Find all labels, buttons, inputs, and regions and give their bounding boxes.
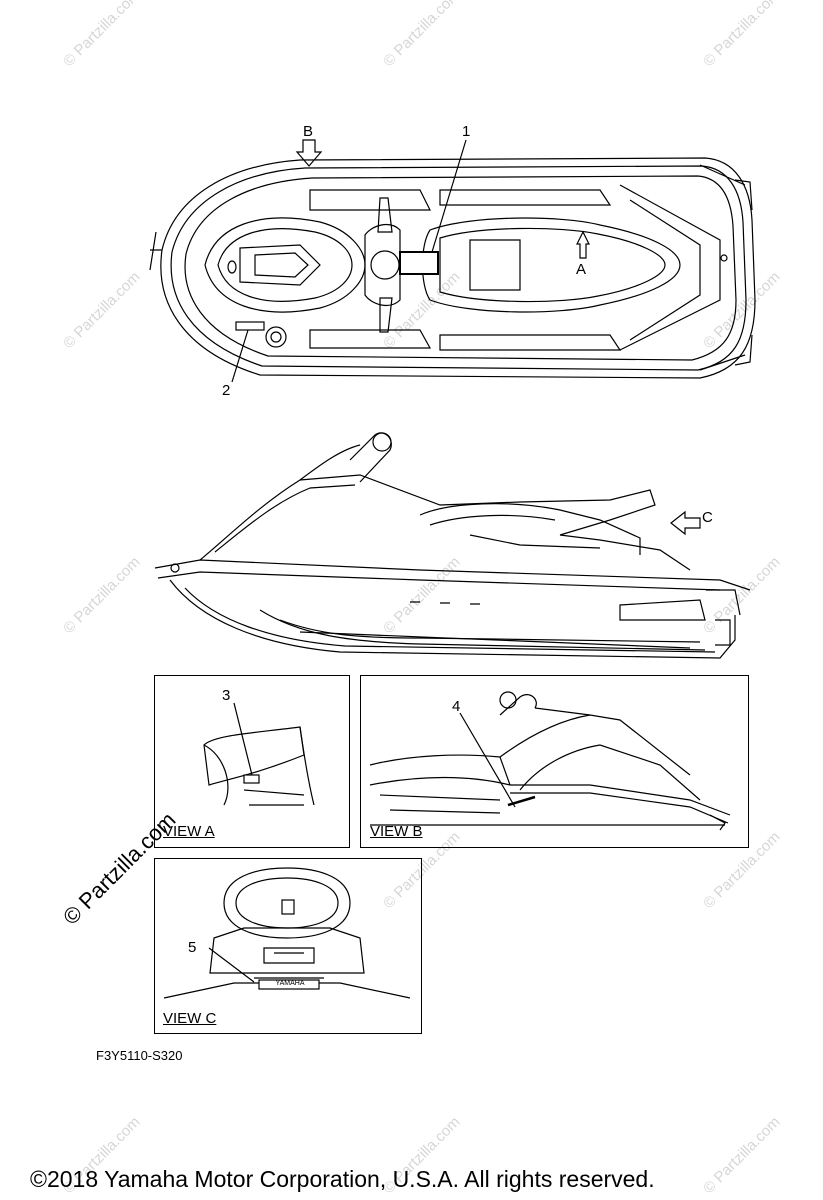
top-view-illustration <box>149 139 756 383</box>
view-b-label: VIEW B <box>370 823 423 840</box>
view-b-illustration <box>369 691 731 831</box>
diagram-code: F3Y5110-S320 <box>96 1048 183 1063</box>
callout-2: 2 <box>222 382 231 399</box>
view-a-label: VIEW A <box>163 823 215 840</box>
view-c-illustration <box>163 867 411 999</box>
callout-4: 4 <box>452 698 461 715</box>
yamaha-decal: YAMAHA <box>275 980 305 987</box>
view-b-box <box>360 675 749 848</box>
callout-1: 1 <box>462 123 471 140</box>
view-arrow-b-label: B <box>303 123 314 140</box>
view-arrow-c-label: C <box>702 509 713 526</box>
view-c-label: VIEW C <box>163 1010 217 1027</box>
callout-3: 3 <box>222 687 231 704</box>
view-c-box <box>154 858 422 1034</box>
callout-5: 5 <box>188 939 197 956</box>
view-arrow-a-label: A <box>576 261 587 278</box>
watermark: © Partzilla.com <box>700 1113 784 1198</box>
view-a-box <box>154 675 350 848</box>
copyright-notice: ©2018 Yamaha Motor Corporation, U.S.A. A… <box>30 1166 655 1192</box>
side-view-illustration <box>154 432 751 659</box>
view-a-illustration <box>203 702 315 806</box>
